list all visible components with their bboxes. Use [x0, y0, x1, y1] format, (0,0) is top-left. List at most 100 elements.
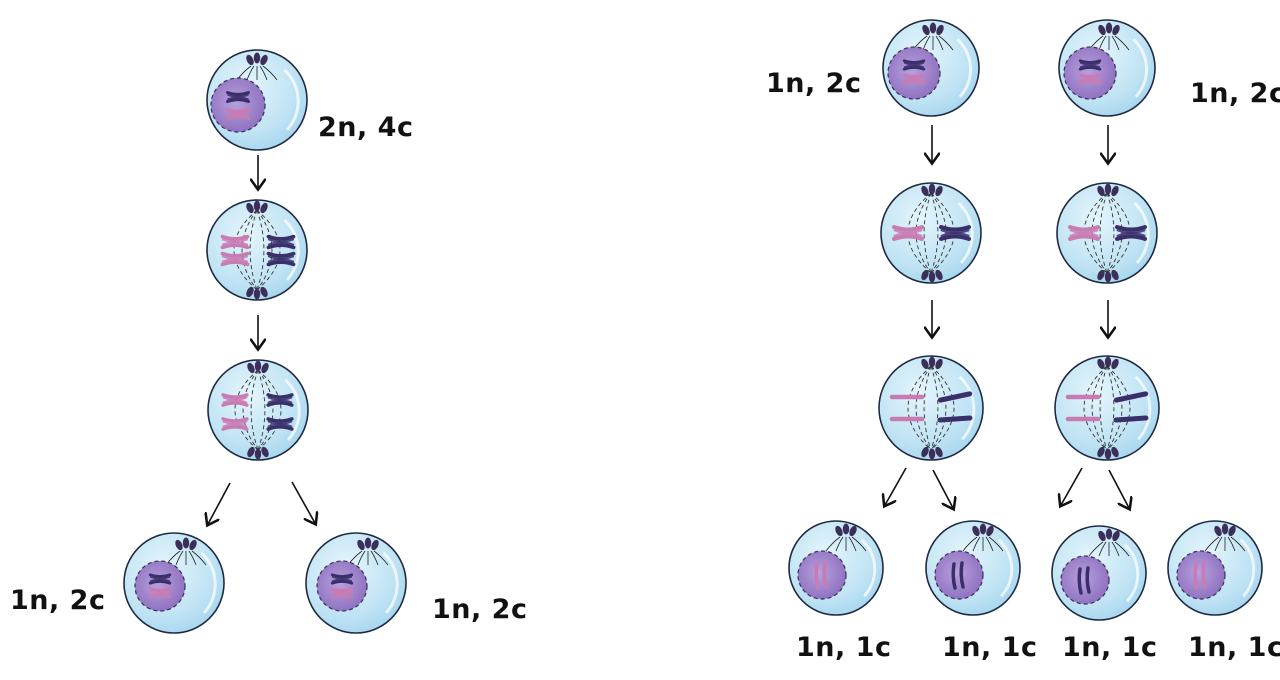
nucleus — [797, 550, 847, 600]
aster-fiber — [1227, 536, 1236, 552]
spindle-fiber — [1106, 365, 1115, 451]
cell-highlight — [1239, 538, 1256, 598]
chromosome-navy — [148, 573, 172, 585]
chromatid — [1193, 562, 1199, 590]
aster-fiber — [373, 550, 389, 566]
spindle-fiber — [249, 209, 258, 291]
centrosome — [921, 356, 943, 370]
centrosome — [922, 22, 944, 36]
centrosome — [246, 286, 268, 300]
cell-membrane — [206, 199, 308, 301]
label-right-parent-a: 1n, 2c — [766, 68, 862, 99]
cell-highlight — [1132, 38, 1149, 98]
chromosome-pink — [1078, 73, 1102, 85]
cell-highlight — [283, 68, 300, 132]
chromatid — [822, 561, 828, 589]
centrosome — [1098, 22, 1120, 36]
chromosome-navy — [226, 91, 250, 103]
spindle-fiber — [923, 365, 932, 451]
chromatid — [1201, 561, 1207, 589]
cell-right-a-metaphase — [880, 182, 982, 284]
spindle-fiber — [930, 192, 939, 274]
chromatid-navy — [1113, 391, 1149, 403]
aster-fiber — [1114, 35, 1130, 51]
aster-fiber — [1204, 536, 1220, 552]
aster-fiber — [988, 536, 1004, 552]
aster-fiber — [938, 35, 954, 51]
spindle-fiber — [930, 365, 955, 451]
arrow-left-3a — [208, 482, 231, 524]
spindle-fiber — [930, 365, 947, 451]
spindle-fiber — [1099, 192, 1108, 274]
spindle-fiber — [1106, 192, 1123, 274]
centrosome — [246, 52, 268, 66]
chromosome-pink — [330, 587, 354, 599]
label-right-gamete-1: 1n, 1c — [796, 632, 892, 663]
aster-fiber — [1098, 35, 1107, 51]
spindle-fiber — [923, 192, 932, 274]
cell-right-b-anaphase — [1054, 355, 1160, 461]
label-right-gamete-2: 1n, 1c — [942, 632, 1038, 663]
chromosome-navy — [1115, 225, 1147, 241]
chromosome-navy — [266, 234, 296, 250]
cell-left-daughter-b — [305, 532, 407, 634]
chromatid-navy — [937, 391, 973, 403]
centrosome — [921, 183, 943, 197]
chromosome-navy — [266, 251, 296, 267]
chromosome-pink — [221, 417, 249, 431]
aster-fiber — [262, 65, 278, 81]
aster-fiber — [357, 550, 366, 566]
aster-fiber — [825, 536, 841, 552]
centrosome — [835, 523, 857, 537]
centrosome — [175, 537, 197, 551]
cell-left-anaphase — [207, 359, 309, 461]
cell-highlight — [956, 38, 973, 98]
label-left-daughter-b: 1n, 2c — [432, 594, 528, 625]
cell-right-a-arrow-3b — [932, 469, 953, 508]
chromosome-navy — [1078, 59, 1102, 71]
chromatid — [951, 562, 957, 590]
chromosome-pink — [902, 73, 926, 85]
cell-left-metaphase — [206, 199, 308, 301]
spindle-fiber — [1106, 192, 1115, 274]
cell-highlight — [1133, 201, 1150, 265]
aster-fiber — [835, 536, 844, 552]
chromosome-navy — [330, 573, 354, 585]
nucleus — [1176, 550, 1226, 600]
chromosome-pink — [892, 225, 924, 241]
spindle-fiber — [1106, 365, 1123, 451]
centrosome — [1097, 183, 1119, 197]
aster-fiber — [985, 536, 994, 552]
aster-fiber — [175, 550, 184, 566]
aster-fiber — [370, 550, 379, 566]
nucleus — [316, 560, 368, 612]
centrosome — [921, 269, 943, 283]
cell-highlight — [382, 551, 399, 615]
chromatid — [1085, 566, 1091, 594]
chromatid — [1077, 567, 1083, 595]
cell-membrane — [880, 182, 982, 284]
chromosome-navy — [939, 225, 971, 241]
aster-fiber — [246, 65, 255, 81]
chromosome-pink — [1068, 225, 1100, 241]
spindle-fiber — [256, 209, 265, 291]
chromatid-navy — [1113, 415, 1149, 423]
centrosome — [247, 446, 269, 460]
chromosome-navy — [266, 393, 294, 407]
centrosome — [1214, 523, 1236, 537]
cell-highlight — [283, 218, 300, 282]
spindle-fiber — [1106, 365, 1131, 451]
aster-fiber — [935, 35, 944, 51]
cell-membrane — [878, 355, 984, 461]
spindle-fiber — [256, 209, 273, 291]
chromosome-pink — [220, 234, 250, 250]
aster-fiber — [191, 550, 207, 566]
arrow-left-3b — [291, 481, 315, 523]
cell-right-b-arrow-3b — [1108, 469, 1129, 508]
aster-fiber — [1214, 536, 1223, 552]
cell-highlight — [200, 551, 217, 615]
centrosome — [921, 446, 943, 460]
cell-highlight — [1134, 375, 1152, 441]
cell-right-gamete-3 — [1051, 525, 1147, 621]
